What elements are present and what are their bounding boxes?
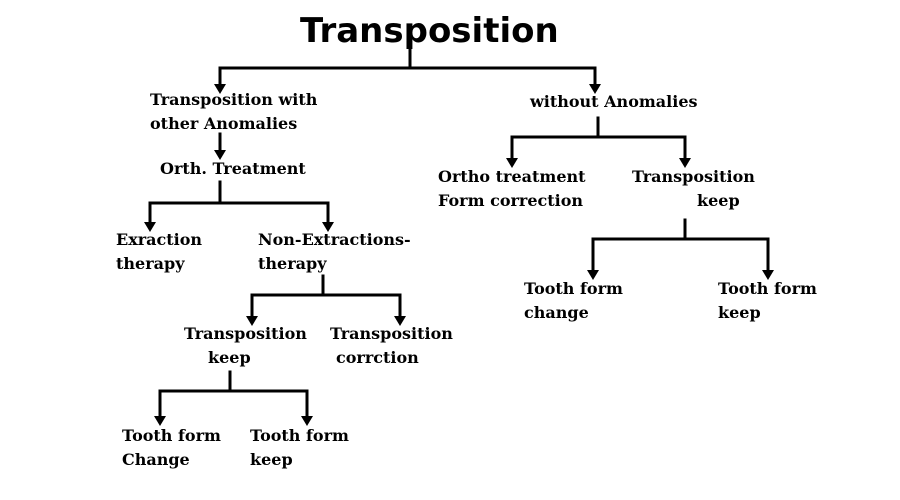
node-without-anomalies: without Anomalies	[530, 90, 698, 114]
node-left-tooth-form-keep: Tooth form keep	[250, 424, 349, 472]
diagram-title: Transposition	[300, 11, 559, 51]
node-non-extraction-therapy: Non-Extractions- therapy	[258, 228, 411, 276]
node-transposition-correction: Transposition corrction	[330, 322, 453, 370]
node-extraction-therapy-line-1: Exraction	[116, 230, 203, 249]
node-right-tooth-form-change-line-2: change	[524, 303, 589, 322]
node-extraction-therapy: Exraction therapy	[116, 228, 202, 276]
node-left-transposition-keep-line-2: keep	[208, 348, 251, 367]
node-ortho-treatment-form-correction-line-1: Ortho treatment	[438, 167, 586, 186]
node-right-tooth-form-keep-line-1: Tooth form	[718, 279, 817, 298]
node-left-tooth-form-change: Tooth form Change	[122, 424, 221, 472]
node-right-tooth-form-keep-line-2: keep	[718, 303, 761, 322]
node-with-anomalies-line-1: Transposition with	[150, 90, 318, 109]
node-left-transposition-keep: Transposition keep	[184, 322, 307, 370]
node-left-transposition-keep-line-1: Transposition	[184, 324, 307, 343]
node-left-tooth-form-change-line-2: Change	[122, 450, 190, 469]
node-left-tooth-form-keep-line-2: keep	[250, 450, 293, 469]
node-transposition-correction-line-2: corrction	[336, 348, 419, 367]
node-left-tooth-form-keep-line-1: Tooth form	[250, 426, 349, 445]
node-right-tooth-form-change-line-1: Tooth form	[524, 279, 623, 298]
node-with-anomalies-line-2: other Anomalies	[150, 114, 298, 133]
node-orth-treatment: Orth. Treatment	[160, 157, 306, 181]
node-non-extraction-therapy-line-1: Non-Extractions-	[258, 230, 411, 249]
node-ortho-treatment-form-correction: Ortho treatment Form correction	[438, 165, 586, 213]
node-right-transposition-keep: Transposition keep	[632, 165, 755, 213]
node-orth-treatment-line-1: Orth. Treatment	[160, 159, 306, 178]
node-right-tooth-form-change: Tooth form change	[524, 277, 623, 325]
node-right-transposition-keep-line-2: keep	[697, 191, 740, 210]
node-right-transposition-keep-line-1: Transposition	[632, 167, 755, 186]
node-transposition-correction-line-1: Transposition	[330, 324, 453, 343]
node-right-tooth-form-keep: Tooth form keep	[718, 277, 817, 325]
node-with-anomalies: Transposition with other Anomalies	[150, 88, 317, 136]
node-extraction-therapy-line-2: therapy	[116, 254, 185, 273]
node-without-anomalies-line-1: without Anomalies	[530, 92, 698, 111]
node-ortho-treatment-form-correction-line-2: Form correction	[438, 191, 584, 210]
node-non-extraction-therapy-line-2: therapy	[258, 254, 327, 273]
node-left-tooth-form-change-line-1: Tooth form	[122, 426, 221, 445]
